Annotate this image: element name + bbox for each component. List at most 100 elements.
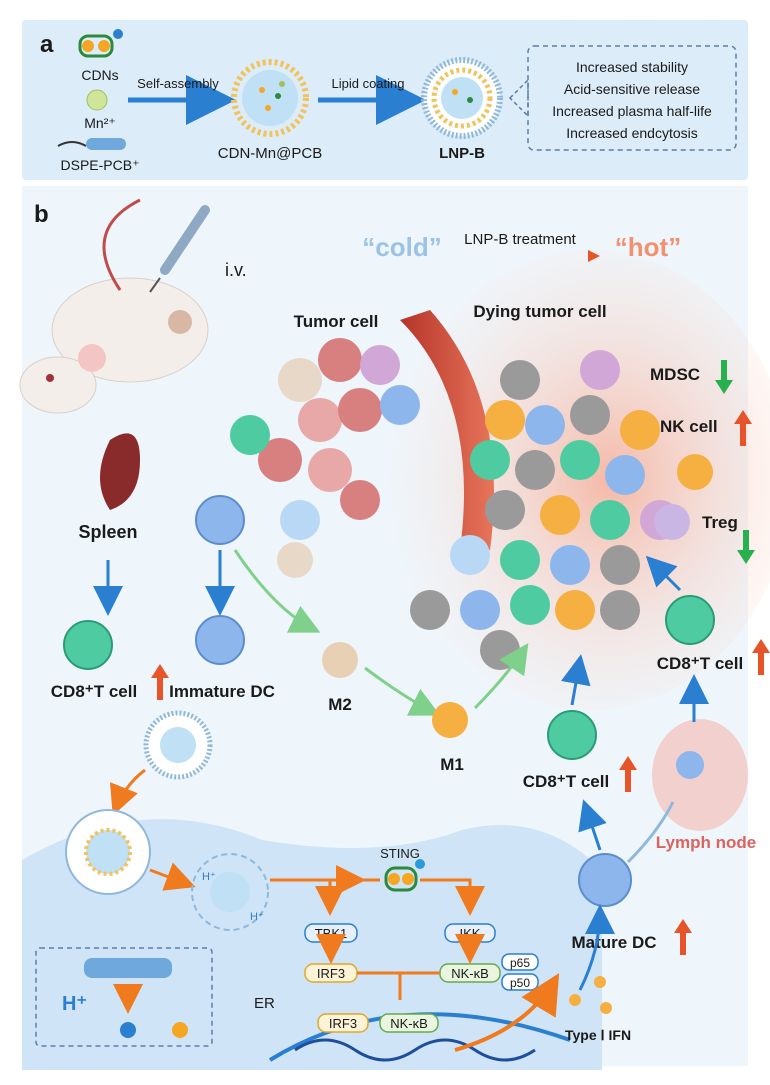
lnp-b-particle-icon: [421, 57, 503, 139]
nuclear-irf3-box: [317, 1013, 369, 1033]
nfkb-label: NK-κB: [451, 966, 489, 981]
hplus-marker-1: H⁺: [202, 871, 216, 883]
cd8-t-cell-icon-left: [63, 620, 113, 670]
to-m2-arrow: [233, 549, 321, 633]
acid-release-inset: [35, 947, 213, 1047]
treg-cell-icon: [654, 504, 690, 540]
benefit-1: Increased stability: [576, 59, 688, 75]
blood-vessel: [400, 310, 494, 550]
lymph-node-dc-icon: [676, 751, 704, 779]
lnp-b-in-endosome: [84, 828, 132, 876]
immature-dc-icon: [195, 615, 245, 665]
m1-icon: [432, 702, 468, 738]
mdsc-label: MDSC: [650, 365, 700, 384]
cd8-up-arrow-left: [151, 664, 169, 700]
iv-label: i.v.: [225, 260, 247, 280]
cd8-up-arrow-right: [752, 639, 770, 675]
cd8-t-cell-label-left: CD8⁺T cell: [51, 682, 137, 701]
nuclear-irf3-label: IRF3: [329, 1016, 357, 1031]
nk-up-arrow: [734, 410, 752, 446]
lymph-node-label: Lymph node: [656, 833, 756, 852]
nk-cell-label: NK cell: [660, 417, 718, 436]
cold-label: “cold”: [362, 232, 441, 262]
sting-to-tbk1-arrow: [315, 878, 380, 916]
m1-to-tumor-arrow: [473, 643, 529, 710]
p65-label: p65: [510, 956, 530, 970]
mouse-icon: [19, 198, 209, 414]
tumor-cluster-hot: [410, 350, 680, 670]
dying-tumor-cell-label: Dying tumor cell: [473, 302, 606, 321]
ifn-dot-2: [594, 976, 606, 988]
ikk-label: IKK: [460, 926, 481, 941]
lnp-b-core-entering: [160, 727, 196, 763]
ifn-dot-3: [600, 1002, 612, 1014]
lymph-node-icon: [652, 719, 748, 831]
m2-label: M2: [328, 695, 352, 714]
benefit-2: Acid-sensitive release: [564, 81, 700, 97]
mature-dc-up-arrow: [674, 919, 692, 955]
tumor-cluster-cold: [230, 338, 420, 578]
irf3-label: IRF3: [317, 966, 345, 981]
cdns-label: CDNs: [81, 67, 118, 83]
endosome-to-release-arrow: [149, 862, 196, 891]
treg-label: Treg: [702, 513, 738, 532]
nuclear-nfkb-label: NK-κB: [390, 1016, 428, 1031]
mature-dc-label: Mature DC: [571, 933, 656, 952]
treatment-label: LNP-B treatment: [464, 231, 577, 248]
lipid-coating-label: Lipid coating: [332, 76, 405, 91]
syringe-icon: [149, 205, 210, 293]
dna-strand-icon: [294, 1038, 536, 1062]
self-assembly-label: Self-assembly: [137, 76, 219, 91]
cdn-mn-pcb-label: CDN-Mn@PCB: [218, 145, 322, 162]
dspe-pcb-label: DSPE-PCB⁺: [61, 157, 140, 173]
ifn-secretion-arrow: [454, 973, 560, 1052]
benefits-pointer: [508, 78, 529, 118]
t-cell-infiltration-arrow: [645, 555, 682, 592]
cd8-t-cell-icon-right: [665, 595, 715, 645]
hplus-marker-2: H⁺: [250, 911, 264, 923]
p50-label: p50: [510, 976, 530, 990]
benefit-4: Increased endcytosis: [566, 125, 698, 141]
nuclear-nfkb-box: [379, 1013, 439, 1033]
acidified-endosome-icon: [191, 853, 269, 931]
tbk1-label: TBK1: [315, 926, 348, 941]
m2-icon: [322, 642, 358, 678]
m1-label: M1: [440, 755, 464, 774]
mdsc-down-arrow: [715, 360, 733, 394]
sting-to-ikk-arrow: [420, 878, 485, 916]
dc-to-lymph-node-arrow: [626, 801, 675, 864]
lnp-b-label: LNP-B: [439, 145, 485, 162]
dc-to-t-cell-arrow: [578, 799, 607, 851]
tumor-cell-label: Tumor cell: [294, 312, 379, 331]
endocytosis-arrow: [109, 768, 146, 816]
spleen-label: Spleen: [78, 522, 137, 542]
hot-label: “hot”: [615, 232, 681, 262]
inset-hplus-label: H⁺: [62, 993, 87, 1015]
spleen-icon: [100, 433, 140, 510]
mature-dc-icon: [578, 853, 632, 907]
cd8-t-cell-label-right: CD8⁺T cell: [657, 654, 743, 673]
cdn-mn-pcb-particle-icon: [231, 59, 309, 137]
dc-icon-tumor-edge: [195, 495, 245, 545]
mn-icon: [86, 89, 108, 111]
cdn-icon: [78, 29, 123, 58]
cd8-up-arrow-center: [619, 756, 637, 792]
dspe-pcb-icon: [57, 138, 126, 150]
sting-icon: [384, 859, 425, 892]
cd8-t-cell-label-center: CD8⁺T cell: [523, 772, 609, 791]
panel-a-label: a: [40, 31, 54, 58]
cd8-t-cell-icon-center: [547, 710, 597, 760]
mn-label: Mn²⁺: [84, 115, 116, 131]
er-label: ER: [254, 995, 275, 1012]
treatment-arrowhead: [588, 250, 600, 262]
pcb-chain-icon: [84, 958, 172, 978]
ifn-to-mature-dc-arrow: [578, 904, 615, 991]
panel-b-label: b: [34, 201, 49, 228]
type-ifn-label: Type Ⅰ IFN: [565, 1027, 631, 1043]
m2-to-m1-arrow: [364, 666, 441, 716]
benefit-3: Increased plasma half-life: [552, 103, 712, 119]
inset-cdn-icon: [172, 1022, 188, 1038]
immature-dc-label: Immature DC: [169, 682, 275, 701]
